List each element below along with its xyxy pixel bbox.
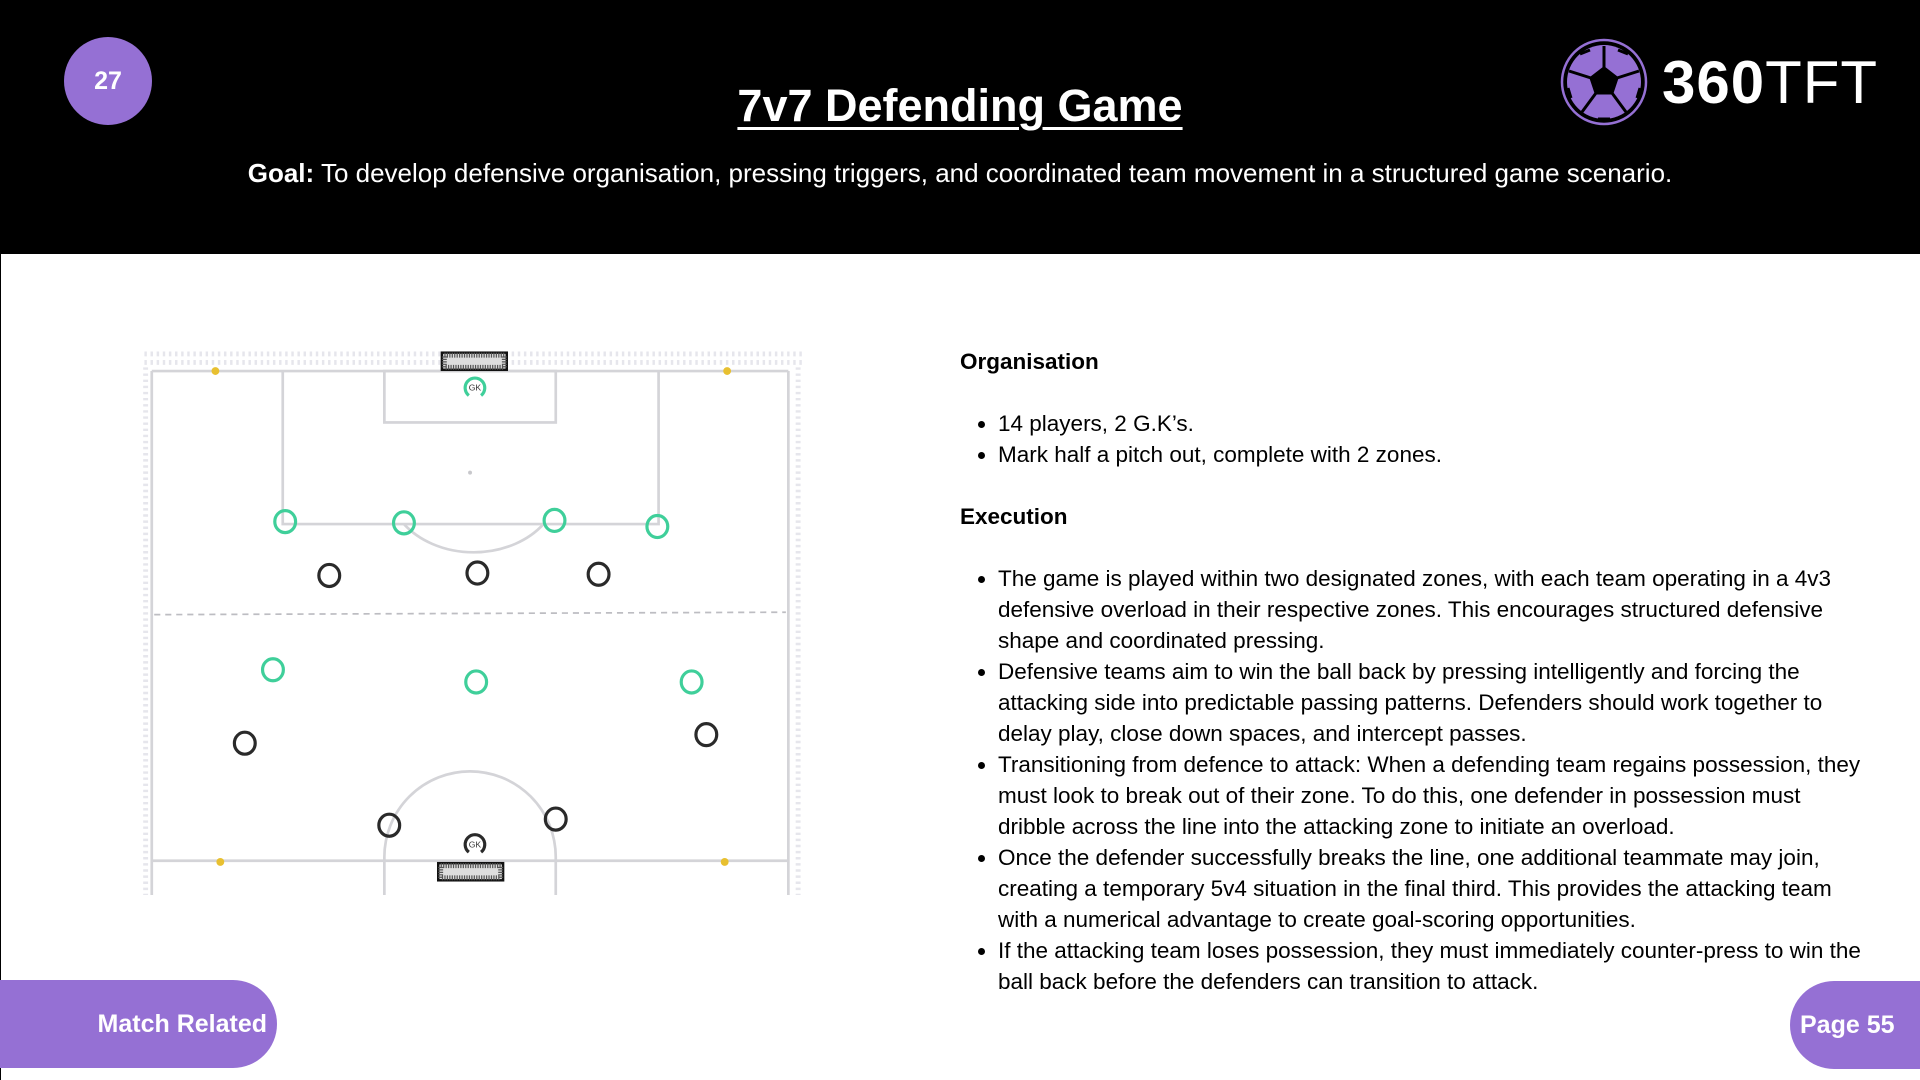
team-black xyxy=(232,560,719,854)
penalty-spot xyxy=(468,470,473,475)
execution-heading: Execution xyxy=(960,504,1068,529)
list-item: If the attacking team loses possession, … xyxy=(998,935,1870,997)
session-number-badge: 27 xyxy=(64,37,152,125)
list-item: 14 players, 2 G.K’s. xyxy=(998,408,1870,439)
pitch-boundary-dots xyxy=(143,351,802,895)
cone-marker xyxy=(720,858,729,866)
page-number-tag: Page 55 xyxy=(1790,981,1920,1069)
goal-statement: Goal: To develop defensive organisation,… xyxy=(0,158,1920,189)
player-marker xyxy=(391,510,416,536)
goalkeeper-marker xyxy=(463,376,487,397)
brand-name: 360TFT xyxy=(1662,48,1878,117)
player-marker xyxy=(273,509,298,535)
category-label: Match Related xyxy=(97,1009,267,1038)
session-description: Organisation 14 players, 2 G.K’s. Mark h… xyxy=(960,346,1870,997)
page-number: Page 55 xyxy=(1800,1010,1895,1039)
cones xyxy=(211,367,732,866)
page-title: 7v7 Defending Game xyxy=(737,80,1183,131)
player-marker xyxy=(542,507,567,533)
goalkeeper-marker xyxy=(463,833,487,854)
cone-marker xyxy=(211,367,220,375)
gk-label-top: GK xyxy=(469,383,482,393)
cone-marker xyxy=(723,367,732,375)
player-marker xyxy=(377,812,402,838)
goal-text: To develop defensive organisation, press… xyxy=(314,158,1673,188)
player-marker xyxy=(543,806,568,832)
list-item: Mark half a pitch out, complete with 2 z… xyxy=(998,439,1870,470)
list-item: The game is played within two designated… xyxy=(998,563,1870,656)
brand-logo: 360TFT xyxy=(1560,36,1878,128)
list-item: Defensive teams aim to win the ball back… xyxy=(998,656,1870,749)
player-marker xyxy=(260,657,285,683)
zone-divider xyxy=(154,611,786,616)
session-number: 27 xyxy=(94,66,122,95)
header-bar xyxy=(0,0,1920,254)
category-tag: Match Related xyxy=(0,980,277,1068)
gk-label-bottom: GK xyxy=(469,839,482,849)
brand-name-bold: 360 xyxy=(1662,48,1766,116)
player-marker xyxy=(465,560,490,586)
goal-top xyxy=(440,351,509,372)
execution-list: The game is played within two designated… xyxy=(960,563,1870,997)
goal-label: Goal: xyxy=(247,158,315,188)
player-marker xyxy=(679,669,704,695)
list-item: Once the defender successfully breaks th… xyxy=(998,842,1870,935)
organisation-list: 14 players, 2 G.K’s. Mark half a pitch o… xyxy=(960,408,1870,470)
pitch-lines xyxy=(150,369,790,895)
player-marker xyxy=(645,513,670,540)
brand-name-light: TFT xyxy=(1765,48,1879,116)
list-item: Transitioning from defence to attack: Wh… xyxy=(998,749,1870,842)
player-marker xyxy=(317,562,342,589)
organisation-heading: Organisation xyxy=(960,349,1099,374)
player-marker xyxy=(586,561,611,587)
player-marker xyxy=(694,722,719,748)
cone-marker xyxy=(216,858,225,866)
team-green xyxy=(260,376,704,695)
pitch-diagram: GK GK xyxy=(143,351,802,895)
soccer-ball-icon xyxy=(1560,38,1648,126)
goal-bottom xyxy=(436,861,505,882)
player-marker xyxy=(232,730,257,756)
page-border xyxy=(0,254,1,1080)
player-marker xyxy=(464,669,489,695)
